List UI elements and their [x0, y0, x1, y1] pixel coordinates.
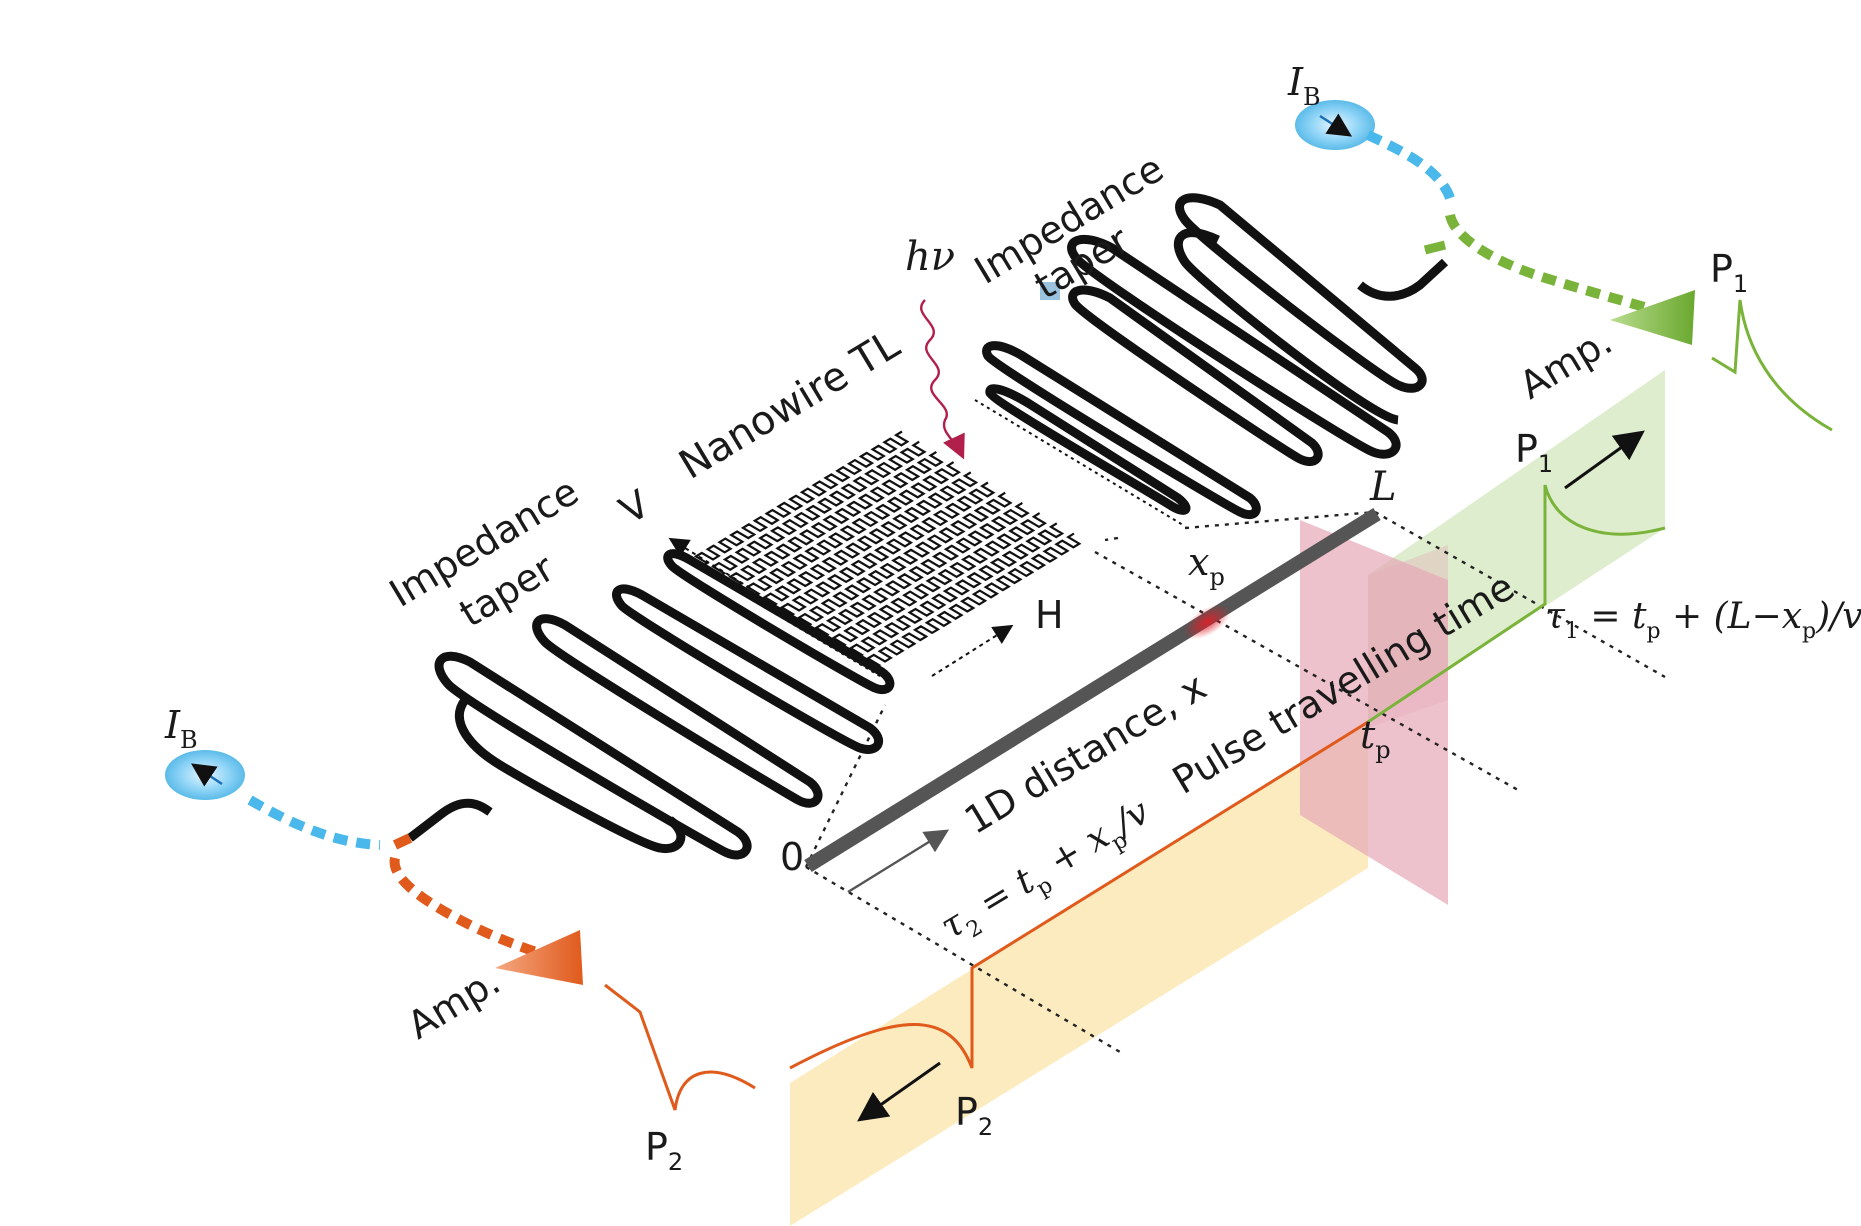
p2-direction-arrow	[857, 1061, 941, 1122]
nanowire-meander	[689, 430, 1082, 670]
highlight-mark	[1040, 282, 1060, 300]
amp-left-label: Amp.	[400, 959, 508, 1048]
p1-mid-label: P1	[1515, 427, 1553, 478]
h-axis-arrow	[931, 624, 1014, 677]
ib-top-label: IB	[1287, 60, 1321, 111]
pink-panel	[1300, 520, 1448, 905]
p1-direction-arrow	[1564, 430, 1645, 490]
distance-arrow	[847, 829, 950, 894]
taper-left	[407, 549, 895, 860]
bias-left	[165, 750, 583, 985]
v-axis-label: V	[612, 482, 657, 533]
pulse-p2-output	[604, 983, 756, 1111]
h-axis-label: H	[1035, 593, 1064, 637]
xp-label: xp	[1188, 540, 1225, 591]
bias-top	[1295, 100, 1695, 345]
distance-bar	[804, 508, 1381, 872]
amp-right-label: Amp.	[1512, 319, 1620, 408]
pulse-p1-output	[1711, 299, 1833, 432]
hotspot-mark	[1183, 604, 1231, 640]
origin-label: 0	[780, 835, 804, 879]
hv-label: hν	[905, 234, 955, 280]
pulse-p2-panel	[789, 720, 1369, 1070]
tau1-equation: τ1 = tp + (L−xp)/v	[1545, 596, 1861, 644]
l-label: L	[1369, 464, 1397, 510]
pulse-p1-panel	[1367, 484, 1666, 724]
taper-right	[982, 193, 1449, 520]
tp-label: tp	[1360, 713, 1391, 764]
photon-wave	[920, 299, 965, 460]
ib-left-label: IB	[164, 703, 198, 754]
amp-left-triangle	[495, 930, 583, 985]
p2-left-label: P2	[645, 1125, 683, 1176]
p1-top-label: P1	[1710, 247, 1748, 298]
p2-bottom-label: P2	[955, 1090, 993, 1141]
amp-right-triangle	[1610, 290, 1695, 345]
yellow-panel	[790, 722, 1368, 1226]
